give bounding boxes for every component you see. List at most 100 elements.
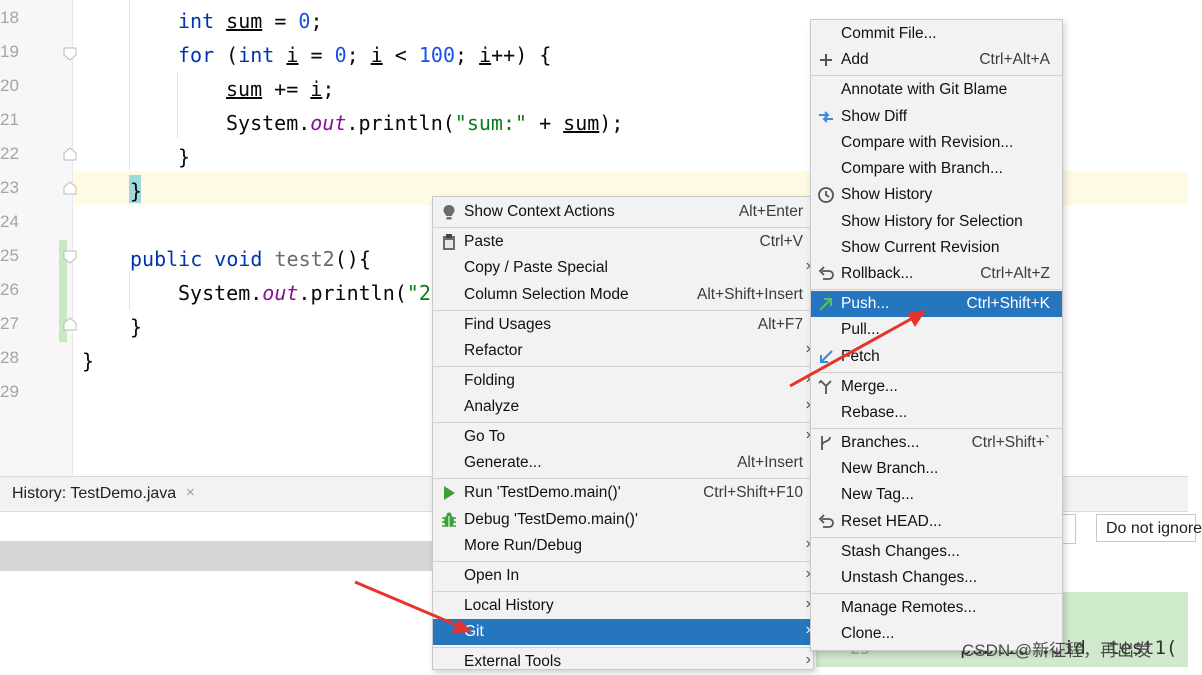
code-line-18: int sum = 0;	[178, 9, 323, 33]
line-number: 23	[0, 178, 19, 197]
chevron-right-icon: ›	[805, 621, 811, 638]
indent-guide	[129, 272, 130, 310]
brace-match-highlight	[129, 175, 141, 203]
line-number: 28	[0, 348, 19, 367]
menu-item-show-history[interactable]: Show History	[811, 182, 1062, 208]
code-line-21: System.out.println("sum:" + sum);	[226, 111, 624, 135]
menu-item-local-history[interactable]: Local History ›	[464, 595, 811, 614]
watermark: CSDN @新征程，再出发	[962, 641, 1152, 660]
line-number: 22	[0, 144, 19, 163]
merge-icon	[817, 378, 835, 396]
indent-guide	[177, 72, 178, 138]
menu-item-column-selection-mode[interactable]: Column Selection Mode Alt+Shift+Insert	[464, 286, 803, 303]
menu-item-more-run-debug[interactable]: More Run/Debug ›	[464, 535, 811, 554]
menu-item-debug[interactable]: Debug 'TestDemo.main()'	[433, 507, 813, 533]
undo-icon	[817, 513, 835, 531]
menu-item-external-tools[interactable]: External Tools ›	[464, 651, 811, 670]
menu-item-new-tag[interactable]: New Tag...	[841, 486, 914, 503]
menu-item-copy-paste-special[interactable]: Copy / Paste Special ›	[464, 257, 811, 276]
menu-item-add[interactable]: Add Ctrl+Alt+A	[811, 47, 1062, 73]
menu-item-commit-file[interactable]: Commit File...	[841, 25, 937, 42]
run-icon	[440, 484, 458, 502]
menu-item-reset-head[interactable]: Reset HEAD...	[811, 509, 1062, 535]
chevron-right-icon: ›	[805, 651, 811, 668]
undo-icon	[817, 265, 835, 283]
menu-separator	[433, 310, 813, 311]
menu-separator	[811, 75, 1062, 76]
fold-close-icon[interactable]	[63, 317, 77, 331]
menu-separator	[811, 593, 1062, 594]
fold-close-icon[interactable]	[63, 181, 77, 195]
menu-separator	[433, 561, 813, 562]
menu-item-stash-changes[interactable]: Stash Changes...	[841, 543, 960, 560]
ignore-whitespace-select[interactable]: Do not ignore	[1096, 514, 1202, 542]
chevron-right-icon: ›	[805, 340, 811, 357]
menu-item-show-current-revision[interactable]: Show Current Revision	[841, 239, 1000, 256]
indent-guide	[129, 0, 130, 170]
menu-item-find-usages[interactable]: Find Usages Alt+F7	[464, 316, 803, 333]
code-line-20: sum += i;	[226, 77, 335, 101]
menu-item-show-context-actions[interactable]: Show Context Actions Alt+Enter	[433, 199, 813, 225]
history-revision-row[interactable]	[0, 541, 434, 571]
menu-item-analyze[interactable]: Analyze ›	[464, 396, 811, 415]
menu-item-generate[interactable]: Generate... Alt+Insert	[464, 454, 803, 471]
branch-icon	[817, 434, 835, 452]
line-number: 21	[0, 110, 19, 129]
plus-icon	[817, 51, 835, 69]
history-tab[interactable]: History: TestDemo.java	[12, 485, 177, 502]
code-line-19: for (int i = 0; i < 100; i++) {	[178, 43, 552, 67]
chevron-right-icon: ›	[805, 535, 811, 552]
line-number: 19	[0, 42, 19, 61]
arrow-to-git-icon	[354, 580, 472, 633]
menu-separator	[811, 372, 1062, 373]
menu-item-unstash-changes[interactable]: Unstash Changes...	[841, 569, 978, 586]
menu-item-paste[interactable]: Paste Ctrl+V	[433, 229, 813, 255]
close-icon[interactable]: ×	[186, 484, 195, 501]
menu-item-pull[interactable]: Pull...	[841, 321, 880, 338]
menu-item-go-to[interactable]: Go To ›	[464, 426, 811, 445]
chevron-right-icon: ›	[805, 595, 811, 612]
debug-icon	[440, 511, 458, 529]
menu-separator	[433, 478, 813, 479]
menu-item-open-in[interactable]: Open In ›	[464, 565, 811, 584]
code-line-23: }	[130, 179, 143, 203]
menu-item-compare-with-branch[interactable]: Compare with Branch...	[841, 160, 1003, 177]
menu-item-rollback[interactable]: Rollback... Ctrl+Alt+Z	[811, 261, 1062, 287]
code-line-25: public void test2(){	[130, 247, 371, 271]
menu-item-branches[interactable]: Branches... Ctrl+Shift+`	[811, 430, 1062, 456]
menu-item-run[interactable]: Run 'TestDemo.main()' Ctrl+Shift+F10	[433, 480, 813, 506]
fetch-arrow-icon	[817, 348, 835, 366]
code-line-28: }	[82, 349, 95, 373]
fold-open-icon[interactable]	[63, 47, 77, 61]
menu-item-new-branch[interactable]: New Branch...	[841, 460, 939, 477]
menu-separator	[433, 591, 813, 592]
vcs-change-marker[interactable]	[59, 240, 67, 342]
menu-separator	[433, 366, 813, 367]
menu-separator	[433, 647, 813, 648]
line-number: 24	[0, 212, 19, 231]
fold-close-icon[interactable]	[63, 147, 77, 161]
chevron-right-icon: ›	[805, 257, 811, 274]
menu-item-merge[interactable]: Merge...	[811, 374, 1062, 400]
menu-item-show-diff[interactable]: Show Diff	[811, 104, 1062, 130]
menu-item-annotate-git-blame[interactable]: Annotate with Git Blame	[841, 81, 1008, 98]
line-number: 29	[0, 382, 19, 401]
menu-item-git[interactable]: Git ›	[433, 619, 813, 645]
fold-open-icon[interactable]	[63, 250, 77, 264]
arrow-to-push-icon	[789, 310, 926, 388]
line-number: 27	[0, 314, 19, 333]
menu-item-show-history-for-selection[interactable]: Show History for Selection	[841, 213, 1023, 230]
chevron-right-icon: ›	[805, 370, 811, 387]
chevron-right-icon: ›	[805, 426, 811, 443]
menu-item-manage-remotes[interactable]: Manage Remotes...	[841, 599, 977, 616]
menu-separator	[811, 428, 1062, 429]
menu-item-refactor[interactable]: Refactor ›	[464, 340, 811, 359]
menu-item-clone[interactable]: Clone...	[841, 625, 895, 642]
menu-item-rebase[interactable]: Rebase...	[841, 404, 908, 421]
menu-item-folding[interactable]: Folding ›	[464, 370, 811, 389]
line-number: 25	[0, 246, 19, 265]
menu-item-push[interactable]: Push... Ctrl+Shift+K	[811, 291, 1062, 317]
git-submenu: Commit File... Add Ctrl+Alt+A Annotate w…	[810, 19, 1063, 651]
chevron-right-icon: ›	[805, 565, 811, 582]
menu-item-compare-with-revision[interactable]: Compare with Revision...	[841, 134, 1014, 151]
